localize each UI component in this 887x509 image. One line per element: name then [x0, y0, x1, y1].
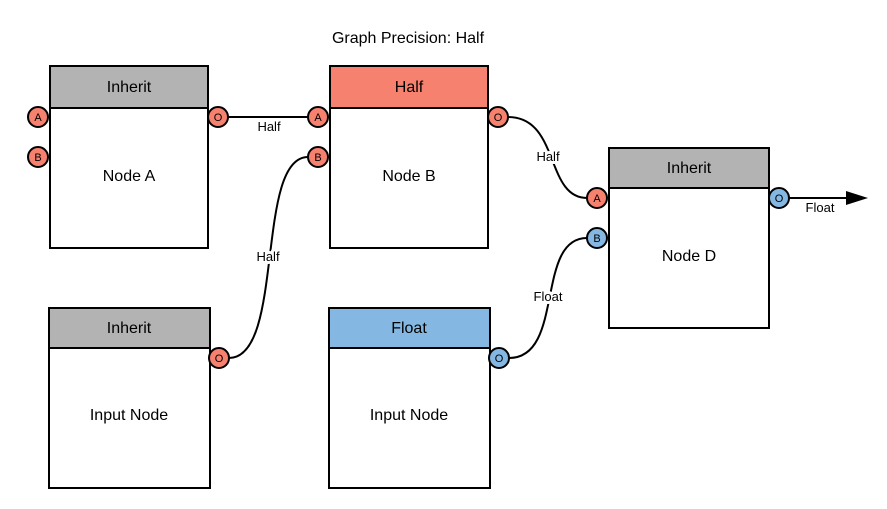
output-arrowhead-icon — [846, 191, 868, 205]
edge-node-b-to-node-d[interactable] — [507, 116, 588, 199]
edge-input-float-to-node-d[interactable] — [508, 237, 588, 359]
node-d-port-b[interactable]: B — [586, 227, 608, 249]
node-d-precision-label: Inherit — [667, 160, 712, 177]
node-a-port-a-circle[interactable] — [27, 106, 49, 128]
input-node-float-precision-label: Float — [391, 320, 427, 337]
node-b-port-b-circle[interactable] — [307, 146, 329, 168]
node-d-port-a-letter: A — [593, 193, 601, 205]
node-b-title: Node B — [382, 168, 435, 185]
node-a-title: Node A — [103, 168, 156, 185]
node-b-precision-label: Half — [395, 79, 424, 96]
edge-label-float-1: Float — [534, 289, 563, 304]
node-b-port-out-circle[interactable] — [487, 106, 509, 128]
graph-title: Graph Precision: Half — [332, 30, 485, 47]
node-d-port-a[interactable]: A — [586, 187, 608, 209]
node-d-port-out[interactable]: O — [768, 187, 790, 209]
input-node-inherit-port-out[interactable]: O — [208, 347, 230, 369]
input-node-float-header[interactable] — [328, 307, 491, 349]
node-a-port-out-circle[interactable] — [207, 106, 229, 128]
input-node-inherit-title: Input Node — [90, 407, 168, 424]
node-a-port-a[interactable]: A — [27, 106, 49, 128]
edges-layer — [228, 116, 868, 359]
node-d-title: Node D — [662, 248, 716, 265]
node-b-port-out-letter: O — [494, 112, 503, 124]
node-a-port-b-letter: B — [34, 152, 41, 164]
node-d-port-a-circle[interactable] — [586, 187, 608, 209]
edge-input-inherit-to-node-b[interactable] — [228, 156, 309, 359]
node-d-port-b-circle[interactable] — [586, 227, 608, 249]
node-d[interactable]: Inherit Node D A B O — [586, 147, 790, 329]
input-node-inherit-port-out-circle[interactable] — [208, 347, 230, 369]
node-b-port-a-letter: A — [314, 112, 322, 124]
edge-label-half-1: Half — [257, 119, 281, 134]
node-d-port-b-letter: B — [593, 233, 600, 245]
node-a-port-b-circle[interactable] — [27, 146, 49, 168]
node-d-port-out-letter: O — [775, 193, 784, 205]
input-node-inherit[interactable]: Inherit Input Node O — [48, 307, 230, 489]
input-node-float-port-out-circle[interactable] — [488, 347, 510, 369]
edge-node-d-output-arrow[interactable] — [789, 191, 868, 205]
edge-label-half-2: Half — [256, 249, 280, 264]
input-node-float-port-out-letter: O — [495, 353, 504, 365]
edge-label-float-output: Float — [806, 200, 835, 215]
node-a-port-a-letter: A — [34, 112, 42, 124]
node-d-header[interactable] — [608, 147, 770, 189]
node-a-port-out[interactable]: O — [207, 106, 229, 128]
node-b-header[interactable] — [329, 65, 489, 109]
input-node-inherit-header[interactable] — [48, 307, 211, 349]
edge-label-half-3: Half — [536, 149, 560, 164]
node-a-port-out-letter: O — [214, 112, 223, 124]
input-node-float-title: Input Node — [370, 407, 448, 424]
node-b-port-out[interactable]: O — [487, 106, 509, 128]
node-b-port-b[interactable]: B — [307, 146, 329, 168]
input-node-float-port-out[interactable]: O — [488, 347, 510, 369]
node-b-port-a-circle[interactable] — [307, 106, 329, 128]
node-b-port-b-letter: B — [314, 152, 321, 164]
input-node-inherit-port-out-letter: O — [215, 353, 224, 365]
node-d-port-out-circle[interactable] — [768, 187, 790, 209]
node-b[interactable]: Half Node B A B O — [307, 65, 509, 249]
node-a-header[interactable] — [49, 65, 209, 109]
node-a[interactable]: Inherit Node A A B O — [27, 65, 229, 249]
node-a-port-b[interactable]: B — [27, 146, 49, 168]
node-a-precision-label: Inherit — [107, 79, 152, 96]
edge-labels-layer: Half Half Half Float Float — [253, 116, 837, 307]
input-node-float[interactable]: Float Input Node O — [328, 307, 510, 489]
input-node-inherit-precision-label: Inherit — [107, 320, 152, 337]
node-b-port-a[interactable]: A — [307, 106, 329, 128]
